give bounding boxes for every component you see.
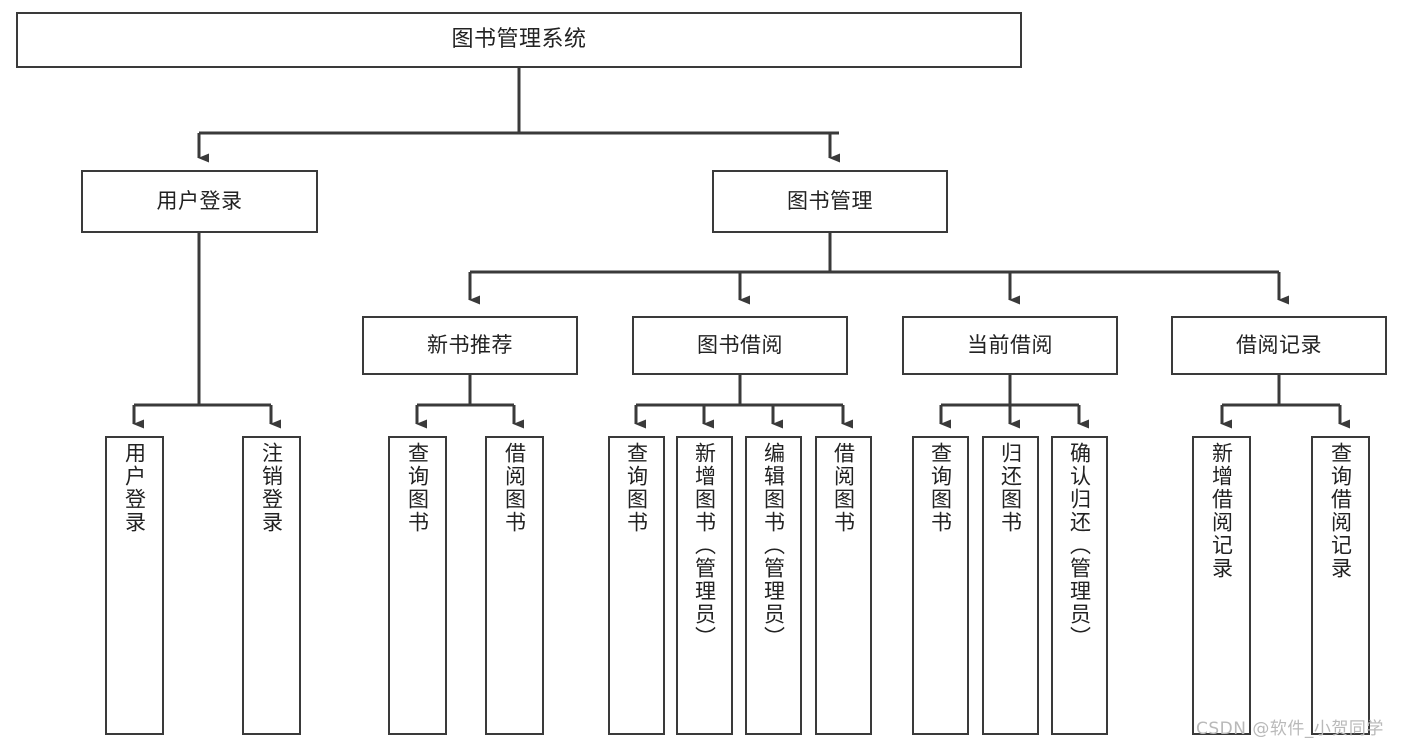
node-current-borrow[interactable]: 当前借阅 bbox=[902, 316, 1118, 375]
node-label: 图书管理系统 bbox=[451, 27, 587, 53]
node-label: 图书借阅 bbox=[697, 333, 783, 358]
node-book-borrow[interactable]: 图书借阅 bbox=[632, 316, 848, 375]
leaf-borrow-books-recommend[interactable]: 借阅图书 bbox=[485, 436, 544, 735]
node-label: 新增图书（管理员） bbox=[692, 442, 717, 649]
leaf-return-books[interactable]: 归还图书 bbox=[982, 436, 1039, 735]
leaf-confirm-return-admin[interactable]: 确认归还（管理员） bbox=[1051, 436, 1108, 735]
node-label: 用户登录 bbox=[122, 442, 147, 534]
node-label: 新书推荐 bbox=[427, 333, 513, 358]
leaf-query-borrow-record[interactable]: 查询借阅记录 bbox=[1311, 436, 1370, 735]
leaf-borrow-books-borrow[interactable]: 借阅图书 bbox=[815, 436, 872, 735]
node-label: 图书管理 bbox=[787, 189, 873, 214]
node-borrow-records[interactable]: 借阅记录 bbox=[1171, 316, 1387, 375]
node-label: 编辑图书（管理员） bbox=[761, 442, 786, 649]
node-label: 归还图书 bbox=[998, 442, 1023, 534]
node-label: 查询借阅记录 bbox=[1328, 442, 1353, 580]
leaf-query-books-recommend[interactable]: 查询图书 bbox=[388, 436, 447, 735]
node-root-system[interactable]: 图书管理系统 bbox=[16, 12, 1022, 68]
node-label: 当前借阅 bbox=[967, 333, 1053, 358]
leaf-user-login[interactable]: 用户登录 bbox=[105, 436, 164, 735]
node-label: 确认归还（管理员） bbox=[1067, 442, 1092, 649]
leaf-add-borrow-record[interactable]: 新增借阅记录 bbox=[1192, 436, 1251, 735]
node-label: 借阅图书 bbox=[831, 442, 856, 534]
csdn-watermark: CSDN @软件_小贺同学 bbox=[1196, 719, 1384, 739]
node-label: 新增借阅记录 bbox=[1209, 442, 1234, 580]
leaf-logout[interactable]: 注销登录 bbox=[242, 436, 301, 735]
node-label: 查询图书 bbox=[624, 442, 649, 534]
node-label: 用户登录 bbox=[156, 189, 243, 214]
leaf-edit-book-admin[interactable]: 编辑图书（管理员） bbox=[745, 436, 802, 735]
leaf-query-books-current[interactable]: 查询图书 bbox=[912, 436, 969, 735]
node-label: 查询图书 bbox=[405, 442, 430, 534]
node-label: 借阅记录 bbox=[1236, 333, 1322, 358]
node-user-login[interactable]: 用户登录 bbox=[81, 170, 318, 233]
node-label: 注销登录 bbox=[259, 442, 284, 534]
leaf-query-books-borrow[interactable]: 查询图书 bbox=[608, 436, 665, 735]
node-new-book-recommend[interactable]: 新书推荐 bbox=[362, 316, 578, 375]
leaf-add-book-admin[interactable]: 新增图书（管理员） bbox=[676, 436, 733, 735]
node-label: 借阅图书 bbox=[502, 442, 527, 534]
node-label: 查询图书 bbox=[928, 442, 953, 534]
node-book-management[interactable]: 图书管理 bbox=[712, 170, 948, 233]
